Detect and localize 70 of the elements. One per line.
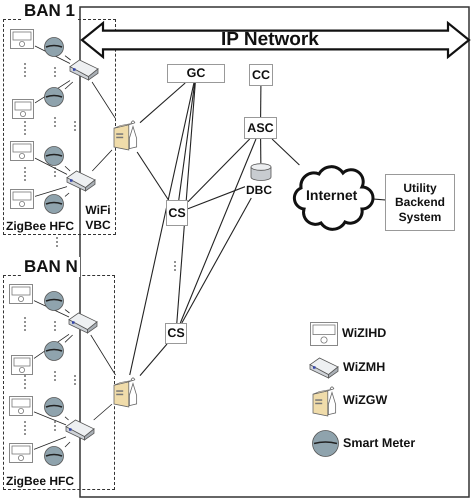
connector-line	[188, 138, 250, 202]
legend-label: WiZIHD	[342, 326, 386, 340]
connector-line	[34, 411, 66, 426]
hub-icon	[69, 59, 100, 82]
display-icon	[11, 355, 34, 376]
connector-line	[136, 152, 169, 200]
display-icon	[12, 99, 34, 120]
connector-line	[180, 138, 256, 324]
connector-line	[64, 55, 72, 60]
connector-line	[64, 442, 70, 448]
connector-line	[260, 86, 262, 117]
component-box: CC	[249, 64, 273, 86]
meter-icon	[44, 446, 64, 466]
connector-line	[176, 82, 196, 324]
network-label: IP Network	[221, 29, 319, 51]
meter-icon	[44, 291, 64, 312]
connector-line	[34, 436, 66, 450]
connector-line	[92, 150, 112, 172]
group-label: ZigBee HFC	[6, 474, 74, 488]
connector-line	[64, 416, 69, 420]
connector-line	[64, 309, 70, 314]
meter-icon	[44, 194, 64, 214]
connector-line	[93, 404, 112, 420]
meter-icon	[44, 146, 64, 166]
connector-line	[64, 82, 74, 90]
display-icon	[10, 29, 34, 50]
connector-line	[260, 139, 262, 163]
component-box: Utility Backend System	[385, 174, 455, 231]
connector-line	[90, 334, 116, 376]
group-label: ZigBee HFC	[6, 219, 74, 233]
group-heading: BAN 1	[22, 1, 78, 21]
group-label: WiFi VBC	[84, 203, 112, 233]
connector-line	[140, 82, 186, 124]
connector-line	[178, 82, 196, 200]
connector-line	[34, 158, 68, 175]
display-icon	[9, 396, 34, 416]
connector-line	[34, 46, 70, 64]
legend-label: WiZGW	[343, 393, 388, 407]
hub-icon	[68, 312, 98, 334]
component-box: ASC	[244, 117, 277, 139]
group-heading: BAN N	[22, 257, 80, 277]
connector-line	[34, 186, 68, 197]
connector-line	[140, 344, 168, 376]
display-icon	[10, 189, 34, 210]
legend-label: WiZMH	[343, 360, 386, 374]
component-box: CS	[166, 200, 188, 226]
connector-line	[34, 300, 70, 318]
server-icon	[112, 118, 140, 152]
connector-line	[272, 138, 300, 166]
display-icon	[9, 284, 34, 304]
meter-icon	[44, 87, 64, 108]
connector-line	[129, 82, 194, 376]
connector-line	[181, 198, 252, 324]
connector-line	[64, 334, 73, 343]
hub-icon	[66, 170, 96, 192]
server-icon	[112, 375, 140, 409]
connector-line	[64, 166, 71, 172]
display-icon	[9, 443, 34, 464]
component-box: CS	[165, 323, 187, 344]
hub-icon	[65, 419, 96, 442]
component-box: GC	[167, 64, 225, 83]
connector-line	[92, 82, 116, 118]
node-label: DBC	[246, 183, 272, 197]
meter-icon	[44, 37, 64, 58]
meter-icon	[44, 397, 64, 418]
connector-line	[188, 186, 246, 210]
display-icon	[10, 141, 34, 162]
legend-label: Smart Meter	[343, 436, 416, 450]
meter-icon	[44, 341, 64, 362]
connector-line	[64, 192, 70, 197]
